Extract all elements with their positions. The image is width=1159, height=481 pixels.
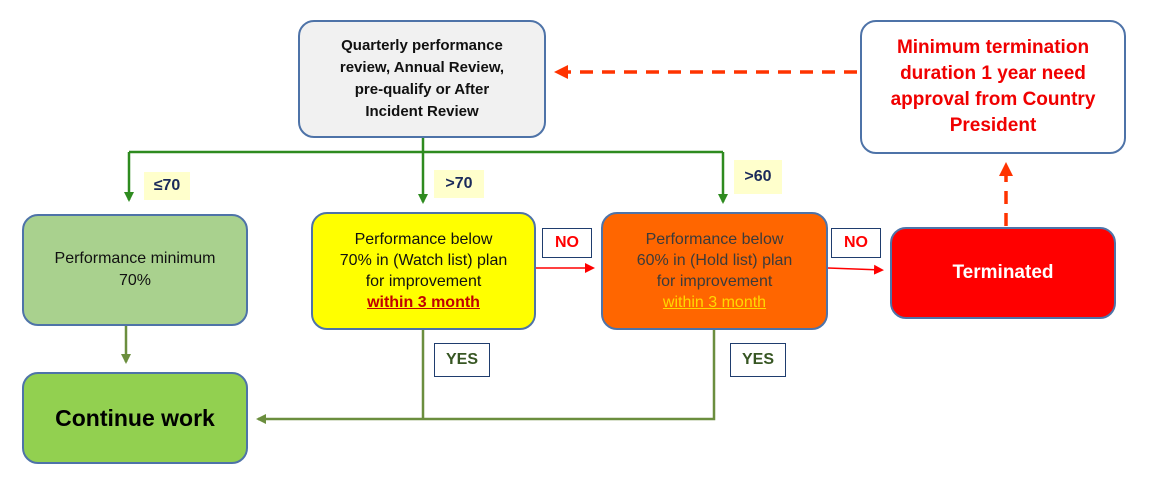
arrow-hold-to-terminated xyxy=(827,264,884,275)
watch-list-deadline: within 3 month xyxy=(367,294,480,311)
threshold-le70-label: ≤70 xyxy=(144,172,190,200)
hold-list-line: for improvement xyxy=(656,273,773,290)
watch-list-line: for improvement xyxy=(365,273,482,290)
watch-list-line: 70% in (Watch list) plan xyxy=(339,252,508,269)
termination-note-line: Minimum termination xyxy=(896,37,1090,58)
threshold-gt60-label: >60 xyxy=(734,160,782,194)
review-branch-lines xyxy=(124,138,728,204)
no-watch-label: NO xyxy=(542,228,592,258)
hold-list-deadline: within 3 month xyxy=(662,294,767,311)
terminated-label: Terminated xyxy=(952,262,1054,283)
performance-minimum-line: 70% xyxy=(118,272,152,289)
review-line: review, Annual Review, xyxy=(339,59,505,76)
watch-list-line: Performance below xyxy=(354,231,493,248)
dashed-feedback xyxy=(554,65,1013,226)
yes-watch-label: YES xyxy=(434,343,490,377)
performance-minimum-box: Performance minimum 70% xyxy=(22,214,248,326)
hold-list-line: Performance below xyxy=(645,231,784,248)
review-line: Incident Review xyxy=(365,103,479,120)
performance-minimum-line: Performance minimum xyxy=(54,250,216,267)
no-hold-label: NO xyxy=(831,228,881,258)
continue-work-label: Continue work xyxy=(55,404,215,431)
no-arrows xyxy=(536,263,884,275)
continue-work-box: Continue work xyxy=(22,372,248,464)
termination-note-line: duration 1 year need xyxy=(900,63,1086,84)
terminated-box: Terminated xyxy=(890,227,1116,319)
watch-list-box: Performance below 70% in (Watch list) pl… xyxy=(311,212,536,330)
termination-note-box: Minimum termination duration 1 year need… xyxy=(860,20,1126,154)
yes-hold-label: YES xyxy=(730,343,786,377)
continue-lines xyxy=(121,326,716,424)
hold-list-line: 60% in (Hold list) plan xyxy=(636,252,793,269)
termination-note-line: President xyxy=(949,115,1037,136)
review-line: pre-qualify or After xyxy=(354,81,490,98)
hold-list-box: Performance below 60% in (Hold list) pla… xyxy=(601,212,828,330)
termination-note-line: approval from Country xyxy=(890,89,1096,110)
review-line: Quarterly performance xyxy=(341,37,503,54)
review-box: Quarterly performance review, Annual Rev… xyxy=(298,20,546,138)
threshold-gt70-label: >70 xyxy=(434,170,484,198)
